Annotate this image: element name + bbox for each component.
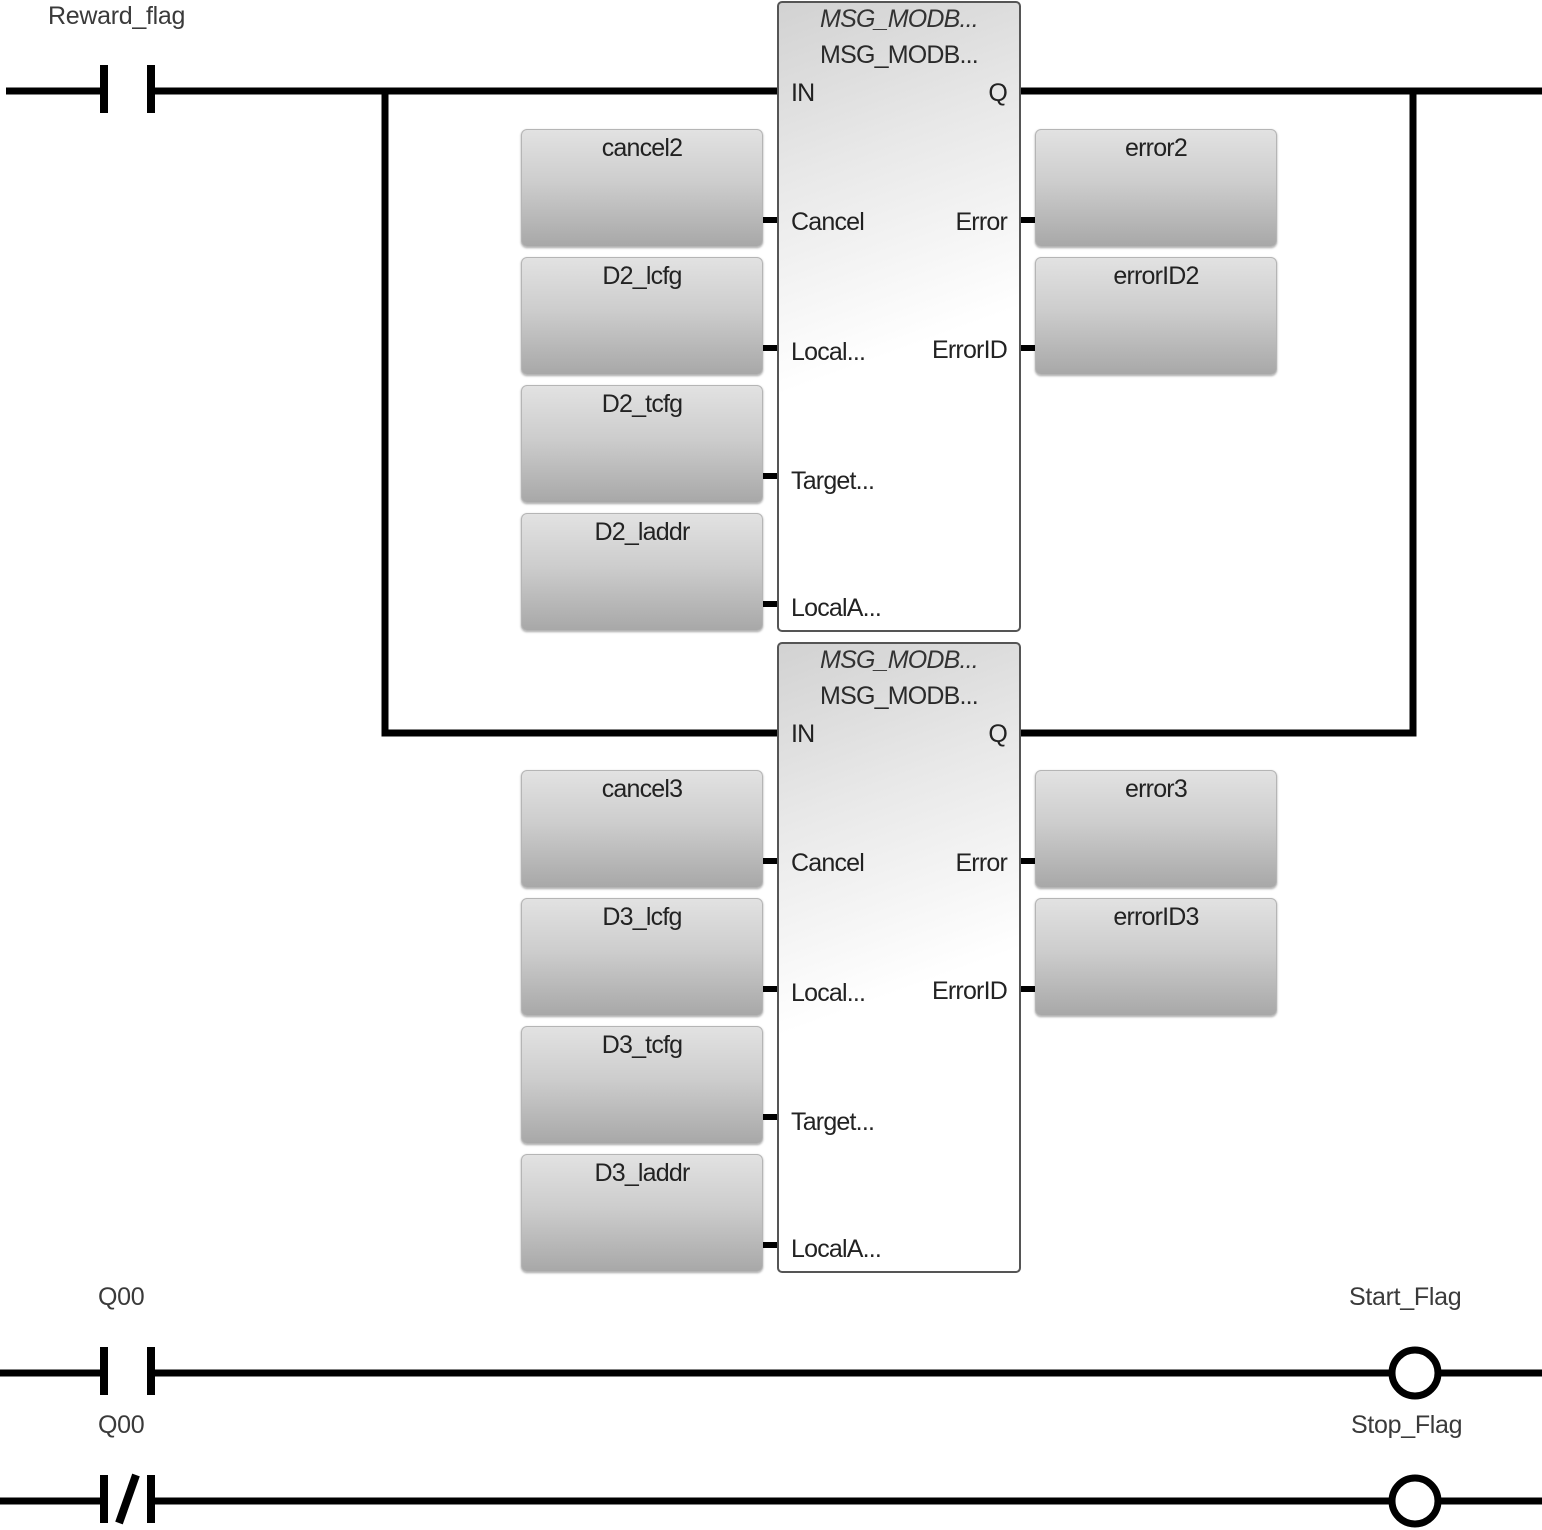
coil-stop-flag (1388, 1474, 1442, 1528)
variable-name: error2 (1125, 134, 1188, 162)
contact-label-q00-nc: Q00 (98, 1411, 145, 1439)
pin-q: Q (988, 79, 1007, 107)
variable-name: errorID2 (1113, 262, 1199, 290)
variable-name: D2_laddr (594, 518, 690, 546)
variable-name: D3_tcfg (601, 1031, 683, 1059)
pin-error: Error (955, 208, 1007, 236)
variable-name: cancel3 (601, 775, 683, 803)
variable-name: D3_laddr (594, 1159, 690, 1187)
output-variable-error2[interactable]: error2 (1035, 129, 1277, 247)
pin-q: Q (988, 720, 1007, 748)
variable-name: cancel2 (601, 134, 683, 162)
branch-from-block2-q (1018, 91, 1417, 737)
variable-name: error3 (1125, 775, 1188, 803)
variable-name: D2_lcfg (602, 262, 682, 290)
contact-label-reward-flag: Reward_flag (48, 2, 186, 30)
contact-label-q00-no: Q00 (98, 1283, 145, 1311)
coil-label-stop-flag: Stop_Flag (1351, 1411, 1463, 1439)
pin-error-id: ErrorID (932, 977, 1008, 1005)
pin-cancel: Cancel (791, 849, 865, 877)
variable-name: D2_tcfg (601, 390, 683, 418)
input-variable-d2-laddr[interactable]: D2_laddr (521, 513, 763, 631)
block-instance-name: MSG_MODB... (820, 41, 979, 69)
pin-local-addr: LocalA... (791, 1235, 882, 1263)
pin-local-cfg: Local... (791, 338, 866, 366)
contact-q00-nc-slash (115, 1473, 140, 1525)
branch-to-block2-in (381, 91, 781, 737)
input-variable-d2-tcfg[interactable]: D2_tcfg (521, 385, 763, 503)
pin-error-id: ErrorID (932, 336, 1008, 364)
variable-name: errorID3 (1113, 903, 1199, 931)
pin-cancel: Cancel (791, 208, 865, 236)
output-variable-errorid2[interactable]: errorID2 (1035, 257, 1277, 375)
input-variable-d2-lcfg[interactable]: D2_lcfg (521, 257, 763, 375)
function-block-msg-modbus-2[interactable]: MSG_MODB... MSG_MODB... IN Q Cancel Loca… (777, 642, 1021, 1273)
pin-target-cfg: Target... (791, 467, 875, 495)
pin-error: Error (955, 849, 1007, 877)
function-block-msg-modbus-1[interactable]: MSG_MODB... MSG_MODB... IN Q Cancel Loca… (777, 1, 1021, 632)
block-type-name: MSG_MODB... (820, 5, 979, 33)
input-variable-d3-laddr[interactable]: D3_laddr (521, 1154, 763, 1272)
input-variable-d3-lcfg[interactable]: D3_lcfg (521, 898, 763, 1016)
output-variable-error3[interactable]: error3 (1035, 770, 1277, 888)
variable-name: D3_lcfg (602, 903, 682, 931)
block-instance-name: MSG_MODB... (820, 682, 979, 710)
input-variable-cancel2[interactable]: cancel2 (521, 129, 763, 247)
input-variable-d3-tcfg[interactable]: D3_tcfg (521, 1026, 763, 1144)
output-variable-errorid3[interactable]: errorID3 (1035, 898, 1277, 1016)
input-variable-cancel3[interactable]: cancel3 (521, 770, 763, 888)
coil-label-start-flag: Start_Flag (1349, 1283, 1462, 1311)
coil-start-flag (1388, 1346, 1442, 1400)
pin-local-cfg: Local... (791, 979, 866, 1007)
pin-target-cfg: Target... (791, 1108, 875, 1136)
block-type-name: MSG_MODB... (820, 646, 979, 674)
pin-in: IN (791, 720, 815, 748)
pin-in: IN (791, 79, 815, 107)
pin-local-addr: LocalA... (791, 594, 882, 622)
